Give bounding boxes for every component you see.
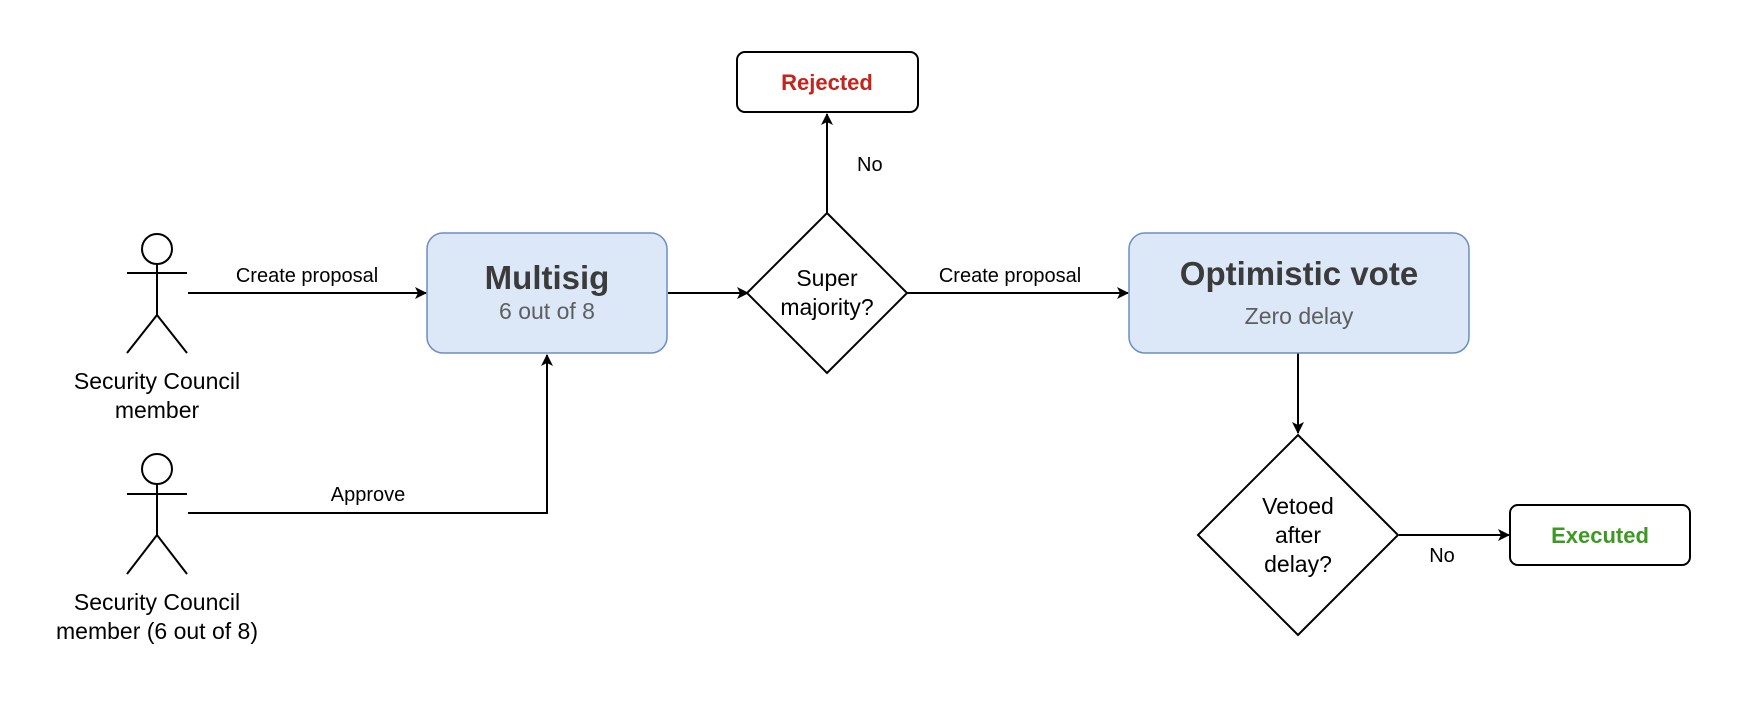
actor-security-council-member: Security Council member — [74, 233, 240, 423]
decision-label-line2: majority? — [780, 294, 873, 320]
actor-label-line2: member — [115, 397, 200, 423]
outcome-rejected[interactable]: Rejected — [736, 51, 919, 113]
process-subtitle: Zero delay — [1245, 303, 1354, 329]
process-box — [426, 232, 668, 354]
process-title: Multisig — [485, 259, 610, 296]
decision-diamond — [1196, 433, 1400, 637]
edge-approve: Approve — [188, 354, 553, 514]
edge-label: Create proposal — [939, 265, 1081, 287]
outcome-label: Rejected — [781, 70, 873, 95]
edge-label: No — [1429, 545, 1455, 567]
process-box — [1128, 232, 1470, 354]
decision-label-line3: delay? — [1264, 551, 1332, 577]
decision-label-line1: Vetoed — [1262, 493, 1334, 519]
outcome-label: Executed — [1551, 523, 1649, 548]
outcome-box — [736, 51, 919, 113]
actor-security-council-approver: Security Council member (6 out of 8) — [56, 453, 258, 644]
edge-label: Approve — [331, 484, 406, 506]
process-multisig[interactable]: Multisig 6 out of 8 — [426, 232, 668, 354]
process-optimistic-vote[interactable]: Optimistic vote Zero delay — [1128, 232, 1470, 354]
edge-label: Create proposal — [236, 265, 378, 287]
actor-label-line1: Security Council — [74, 368, 240, 394]
arrow-line — [188, 354, 553, 514]
decision-label-line1: Super — [796, 265, 858, 291]
edge-no-rejected: No — [821, 113, 883, 213]
decision-vetoed[interactable]: Vetoed after delay? — [1196, 433, 1400, 637]
person-icon — [126, 453, 188, 575]
edge-no-executed: No — [1399, 529, 1510, 567]
process-title: Optimistic vote — [1180, 255, 1418, 292]
process-subtitle: 6 out of 8 — [499, 298, 595, 324]
edge-create-proposal-2: Create proposal — [907, 265, 1129, 299]
person-icon — [126, 233, 188, 354]
outcome-box — [1509, 504, 1691, 566]
actor-label-line1: Security Council — [74, 589, 240, 615]
decision-super-majority[interactable]: Super majority? — [745, 211, 909, 375]
decision-label-line2: after — [1275, 522, 1321, 548]
outcome-executed[interactable]: Executed — [1509, 504, 1691, 566]
edge-label: No — [857, 154, 883, 176]
decision-diamond — [745, 211, 909, 375]
edge-create-proposal-1: Create proposal — [188, 265, 427, 299]
actor-label-line2: member (6 out of 8) — [56, 618, 258, 644]
